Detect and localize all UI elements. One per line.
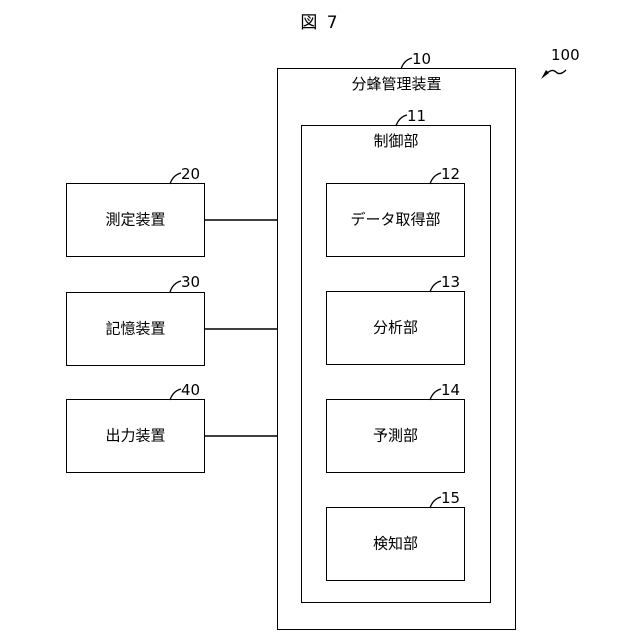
output-device-label: 出力装置 (67, 429, 204, 444)
leader-30 (170, 281, 181, 292)
ref-unit-14: 14 (441, 383, 460, 398)
measurement-device: 測定装置 (66, 183, 205, 257)
data-acquisition-unit-label: データ取得部 (327, 213, 464, 228)
control-unit-label: 制御部 (302, 134, 490, 149)
system-arrow (541, 70, 566, 79)
detection-unit-label: 検知部 (327, 537, 464, 552)
ref-device-30: 30 (181, 275, 200, 290)
figure-title: 図 7 (0, 8, 640, 33)
prediction-unit-label: 予測部 (327, 429, 464, 444)
ref-device-20: 20 (181, 167, 200, 182)
measurement-device-label: 測定装置 (67, 213, 204, 228)
storage-device: 記憶装置 (66, 292, 205, 366)
ref-device-40: 40 (181, 383, 200, 398)
ref-system: 100 (551, 48, 580, 63)
swarm-management-device-label: 分蜂管理装置 (278, 77, 515, 92)
prediction-unit: 予測部 (326, 399, 465, 473)
ref-controller: 11 (407, 109, 426, 124)
storage-device-label: 記憶装置 (67, 322, 204, 337)
output-device: 出力装置 (66, 399, 205, 473)
detection-unit: 検知部 (326, 507, 465, 581)
ref-unit-12: 12 (441, 167, 460, 182)
ref-unit-15: 15 (441, 491, 460, 506)
analysis-unit: 分析部 (326, 291, 465, 365)
ref-unit-13: 13 (441, 275, 460, 290)
ref-manager: 10 (412, 52, 431, 67)
analysis-unit-label: 分析部 (327, 321, 464, 336)
data-acquisition-unit: データ取得部 (326, 183, 465, 257)
